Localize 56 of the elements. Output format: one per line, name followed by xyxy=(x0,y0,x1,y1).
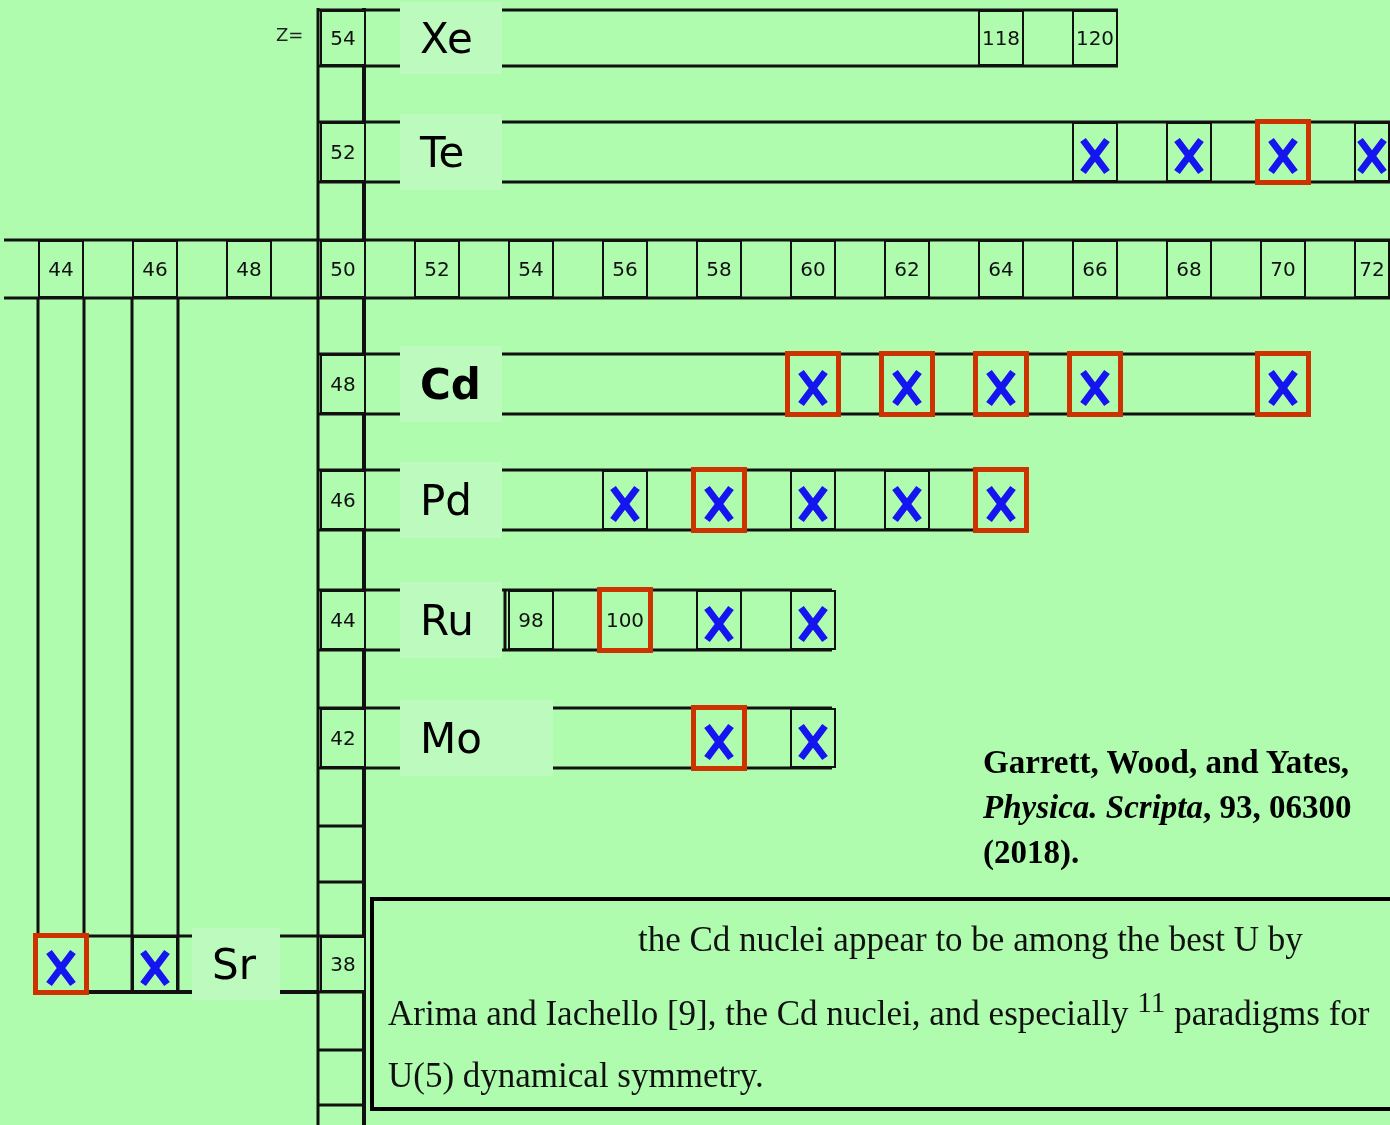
neutron-number-cell: 50 xyxy=(320,240,366,298)
highlighted-isotope-cell xyxy=(1067,351,1123,417)
neutron-number-cell: 56 xyxy=(602,240,648,298)
highlighted-isotope-cell xyxy=(33,933,89,995)
proton-number-cell: 44 xyxy=(320,590,366,650)
neutron-number-cell: 54 xyxy=(508,240,554,298)
quoted-text-box: the Cd nuclei appear to be among the best U by Arima and Iachello [9], the Cd nuclei, and especially $^{11}$ paradigms for U(5) dynamical symmetry. xyxy=(370,897,1390,1111)
neutron-number-cell: 48 xyxy=(226,240,272,298)
proton-number-cell: 38 xyxy=(320,936,366,992)
element-symbol: Pd xyxy=(400,462,502,538)
isotope-cell: 98 xyxy=(508,590,554,650)
neutron-number-cell: 64 xyxy=(978,240,1024,298)
highlighted-isotope-cell xyxy=(1255,119,1311,185)
highlighted-isotope-cell xyxy=(691,705,747,771)
isotope-cell xyxy=(1166,122,1212,182)
axis-label: Z= xyxy=(276,24,305,47)
proton-number-cell: 48 xyxy=(320,354,366,414)
isotope-cell xyxy=(1354,122,1390,182)
element-symbol: Te xyxy=(400,114,502,190)
neutron-number-cell: 60 xyxy=(790,240,836,298)
neutron-number-cell: 72 xyxy=(1354,240,1390,298)
element-symbol: Ru xyxy=(400,582,502,658)
neutron-number-cell: 44 xyxy=(38,240,84,298)
element-symbol: Sr xyxy=(192,928,280,1000)
isotope-cell xyxy=(790,590,836,650)
isotope-cell xyxy=(1072,122,1118,182)
neutron-number-cell: 68 xyxy=(1166,240,1212,298)
neutron-number-cell: 46 xyxy=(132,240,178,298)
proton-number-cell: 46 xyxy=(320,470,366,530)
highlighted-isotope-cell xyxy=(973,467,1029,533)
highlighted-isotope-cell xyxy=(973,351,1029,417)
isotope-cell xyxy=(884,470,930,530)
neutron-number-cell: 52 xyxy=(414,240,460,298)
citation-text: Garrett, Wood, and Yates, Physica. Scripta, 93, 06300 (2018). xyxy=(983,743,1353,872)
element-symbol: Cd xyxy=(400,346,502,422)
element-symbol: Xe xyxy=(400,2,502,74)
neutron-number-cell: 70 xyxy=(1260,240,1306,298)
proton-number-cell: 54 xyxy=(320,10,366,66)
isotope-cell xyxy=(790,470,836,530)
isotope-cell: 118 xyxy=(978,10,1024,66)
isotope-cell xyxy=(790,708,836,768)
isotope-cell xyxy=(696,590,742,650)
isotope-cell xyxy=(602,470,648,530)
neutron-number-cell: 66 xyxy=(1072,240,1118,298)
highlighted-isotope-cell xyxy=(879,351,935,417)
proton-number-cell: 42 xyxy=(320,708,366,768)
highlighted-isotope-cell xyxy=(691,467,747,533)
element-symbol: Mo xyxy=(400,700,553,776)
neutron-number-cell: 58 xyxy=(696,240,742,298)
highlighted-isotope-cell xyxy=(785,351,841,417)
highlighted-isotope-cell: 100 xyxy=(597,587,653,653)
isotope-cell xyxy=(132,936,178,992)
highlighted-isotope-cell xyxy=(1255,351,1311,417)
neutron-number-cell: 62 xyxy=(884,240,930,298)
proton-number-cell: 52 xyxy=(320,122,366,182)
isotope-cell: 120 xyxy=(1072,10,1118,66)
